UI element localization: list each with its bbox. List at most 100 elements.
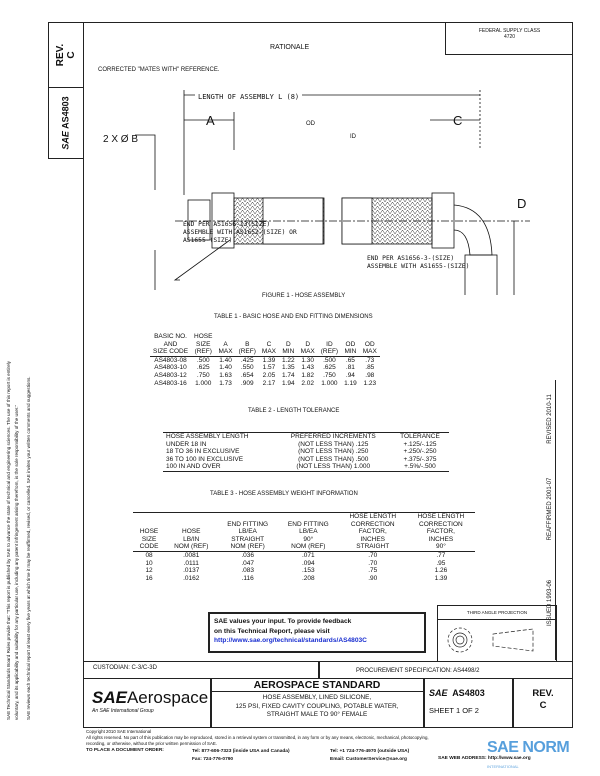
table3-header-cell: NOM (REF) — [174, 543, 209, 551]
table1-header-cell: AND — [163, 340, 178, 348]
logo-tagline: An SAE International Group — [92, 708, 154, 714]
table3-cell: .0111 — [183, 559, 199, 567]
table3-header-cell: CODE — [139, 543, 159, 551]
rev-label: REV. — [54, 43, 66, 67]
table1-cell: .654 — [240, 371, 254, 379]
table2-header-cell: PREFERRED INCREMENTS — [290, 433, 376, 440]
table1-header-cell: MAX — [300, 348, 315, 356]
table3-cell: .77 — [436, 551, 446, 559]
table1-cell: .94 — [345, 371, 355, 379]
feedback-text: on this Technical Report, please visit — [214, 627, 330, 635]
table3-header-cell — [165, 521, 217, 529]
copyright: Copyright 2010 SAE International — [86, 729, 152, 734]
table3-header-cell: 90° — [303, 535, 314, 543]
rationale-title: RATIONALE — [270, 44, 310, 51]
table1-cell: .625 — [323, 364, 336, 372]
table3-cell: .083 — [241, 567, 254, 575]
table1-header-cell — [215, 333, 235, 341]
table3-header-cell: INCHES — [428, 535, 454, 543]
table3-header-cell — [278, 513, 339, 521]
footer: Copyright 2010 SAE International All rig… — [86, 729, 429, 746]
table1-cell: 1.000 — [195, 379, 212, 387]
table1-cell: 1.39 — [262, 356, 276, 364]
table3-header-cell: LB/EA — [299, 528, 318, 536]
reaffirmed-date: REAFFIRMED 2001-07 — [547, 477, 553, 541]
table1-cell: .750 — [196, 371, 210, 379]
table3-header-cell: SIZE — [141, 535, 157, 543]
table3-cell: 1.39 — [434, 574, 448, 582]
table1-cell: 1.40 — [219, 364, 232, 372]
table1-cell: AS4803-12 — [154, 371, 187, 379]
table1-cell: .625 — [196, 364, 210, 372]
table3-cell: .153 — [302, 567, 315, 575]
table1-cell: 1.57 — [262, 364, 276, 372]
table3-cell: 16 — [145, 574, 153, 582]
table3-cell: .071 — [302, 551, 315, 559]
table3-header-cell — [133, 513, 165, 521]
divider — [555, 380, 556, 660]
table3-cell: .70 — [368, 551, 378, 559]
id-label: ID — [350, 134, 356, 140]
sae-aerospace-logo: SAEAerospace — [92, 688, 209, 707]
table3-row: 10.0111.047.094.70.95 — [133, 560, 475, 568]
table1-cell: 1.30 — [301, 356, 315, 364]
table2-cell: UNDER 18 IN — [166, 440, 207, 448]
table1-header-cell — [298, 333, 318, 341]
watermark-sub: INTERNATIONAL — [487, 764, 519, 769]
table3-header-cell: HOSE LENGTH — [417, 513, 465, 520]
revised-date: REVISED 2010-11 — [547, 394, 553, 444]
table2-header-cell: HOSE ASSEMBLY LENGTH — [166, 433, 249, 440]
title-line: 125 PSI, FIXED CAVITY COUPLING, POTABLE … — [235, 702, 399, 710]
note-line: END PER AS1656-13(SIZE) — [183, 221, 271, 228]
table3-header-cell: FACTOR, — [358, 528, 387, 536]
table3-cell: .70 — [368, 559, 378, 567]
table3-cell: .0137 — [183, 567, 200, 575]
table1-header-cell: (REF) — [194, 348, 212, 356]
dim-d-label: D — [517, 196, 527, 211]
table1-cell: 1.19 — [344, 379, 357, 387]
table1-cell: 1.000 — [321, 379, 338, 387]
table2-cell: +.125/-.125 — [403, 440, 437, 448]
note-line: AS1655-(SIZE) — [183, 237, 233, 244]
male-end-fitting — [187, 199, 211, 241]
table1-header-cell: A — [223, 340, 228, 348]
projection-box: THIRD ANGLE PROJECTION — [437, 605, 557, 661]
fsc-box: FEDERAL SUPPLY CLASS 4720 — [445, 22, 573, 55]
table1-cell: 1.74 — [282, 371, 295, 379]
standard-type: AEROSPACE STANDARD — [210, 678, 424, 692]
table1-cell: 1.23 — [363, 379, 377, 387]
table3-header-cell: 90° — [435, 543, 446, 551]
table1-cell: AS4803-08 — [154, 356, 187, 364]
table1-cell: .500 — [323, 356, 336, 364]
table1-header-cell: HOSE — [194, 333, 213, 340]
title-line: HOSE ASSEMBLY, LINED SILICONE, — [262, 694, 372, 701]
table2-row: 100 IN AND OVER(NOT LESS THAN) 1.000+.5%… — [163, 463, 449, 471]
table3-cell: .75 — [368, 567, 378, 575]
table1-cell: 1.40 — [219, 356, 232, 364]
table3-cell: 12 — [145, 567, 153, 575]
feedback-link[interactable]: http://www.sae.org/technical/standards/A… — [214, 637, 367, 644]
table3-header-cell — [133, 521, 165, 529]
table3-header-cell — [165, 513, 217, 521]
table1-header-cell: SIZE — [196, 340, 211, 348]
table1-cell: AS4803-10 — [154, 364, 187, 372]
table1-cell: .85 — [365, 364, 375, 372]
table1-cell: .750 — [323, 371, 336, 379]
table1-header-cell: MIN — [344, 348, 357, 356]
table1-cell: 1.63 — [219, 371, 232, 379]
title-rev: REV.C — [532, 688, 554, 711]
table1-cell: 1.22 — [282, 356, 295, 364]
table3-header-cell: STRAIGHT — [231, 535, 265, 543]
rights-text: recording, or otherwise, without the pri… — [86, 740, 218, 746]
table3-header-cell: FACTOR, — [426, 528, 455, 536]
table3-header-cell: NOM (REF) — [291, 543, 326, 551]
table3-cell: 1.26 — [434, 567, 448, 575]
table3-header-cell: INCHES — [360, 535, 386, 543]
dim-a-label: A — [206, 113, 215, 128]
